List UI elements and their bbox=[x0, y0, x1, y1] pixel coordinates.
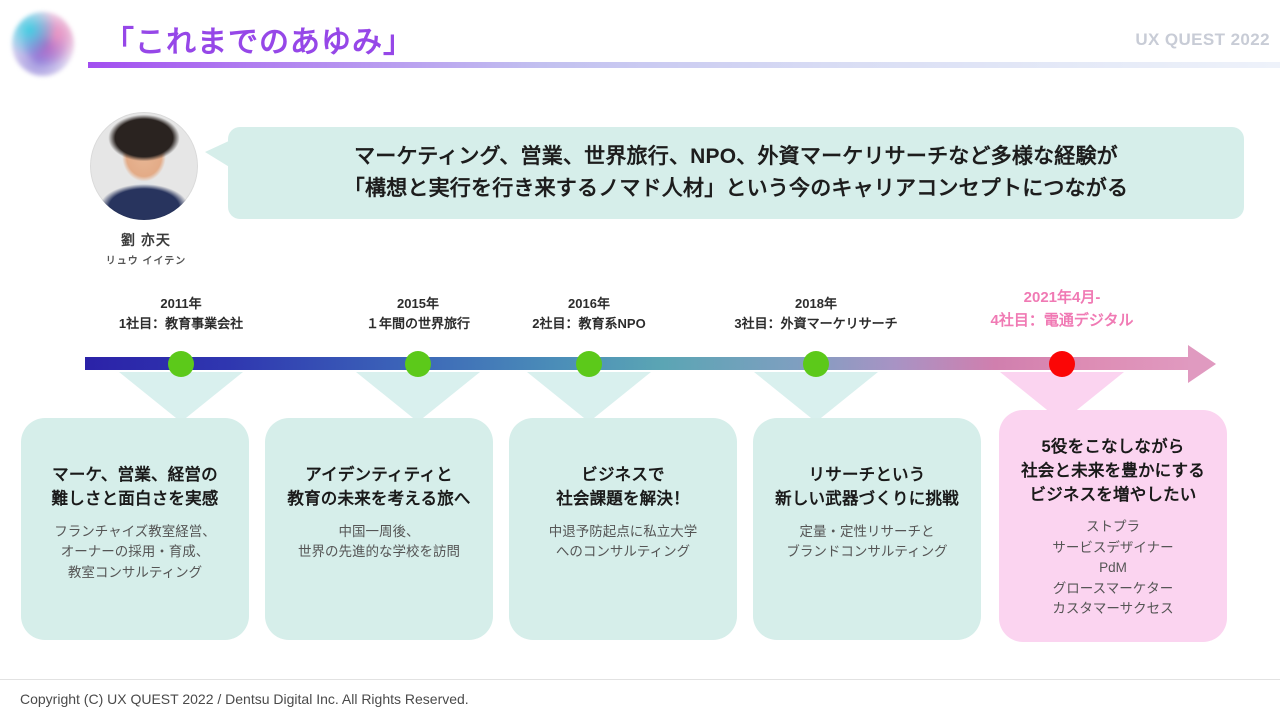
timeline-label-3: 2016年 2社目：教育系NPO bbox=[532, 296, 646, 332]
speech-bubble: マーケティング、営業、世界旅行、NPO、外資マーケリサーチなど多様な経験が 「構… bbox=[228, 127, 1244, 219]
timeline-dot-5[interactable] bbox=[1049, 351, 1075, 377]
card-title: アイデンティティと 教育の未来を考える旅へ bbox=[287, 466, 471, 508]
timeline-card-2[interactable]: アイデンティティと 教育の未来を考える旅へ中国一周後、 世界の先進的な学校を訪問 bbox=[265, 418, 493, 640]
card-body: ストプラ サービスデザイナー PdM グロースマーケター カスタマーサクセス bbox=[1052, 519, 1174, 617]
card-body: 中国一周後、 世界の先進的な学校を訪問 bbox=[298, 523, 460, 560]
card-body: 定量・定性リサーチと ブランドコンサルティング bbox=[786, 523, 948, 560]
timeline-connector-4 bbox=[754, 372, 878, 422]
profile-name: 劉 亦天 bbox=[121, 232, 171, 248]
speaker-profile: 劉 亦天 リュウ イイテン bbox=[90, 112, 202, 267]
footer-divider bbox=[0, 679, 1280, 680]
timeline-connector-2 bbox=[356, 372, 480, 422]
timeline-dot-3[interactable] bbox=[576, 351, 602, 377]
speech-bubble-text: マーケティング、営業、世界旅行、NPO、外資マーケリサーチなど多様な経験が 「構… bbox=[343, 145, 1129, 200]
timeline-card-1[interactable]: マーケ、営業、経営の 難しさと面白さを実感フランチャイズ教室経営、 オーナーの採… bbox=[21, 418, 249, 640]
brand-label: UX QUEST 2022 bbox=[1135, 30, 1270, 49]
card-title: リサーチという 新しい武器づくりに挑戦 bbox=[775, 466, 959, 508]
card-body: フランチャイズ教室経営、 オーナーの採用・育成、 教室コンサルティング bbox=[54, 523, 216, 580]
timeline-dot-2[interactable] bbox=[405, 351, 431, 377]
timeline-card-5[interactable]: 5役をこなしながら 社会と未来を豊かにする ビジネスを増やしたいストプラ サービ… bbox=[999, 410, 1227, 642]
speech-bubble-tail bbox=[205, 140, 231, 168]
page-title: 「これまでのあゆみ」 bbox=[104, 26, 414, 59]
avatar bbox=[90, 112, 198, 220]
timeline-bar bbox=[85, 357, 1195, 370]
timeline-label-1: 2011年 1社目：教育事業会社 bbox=[118, 296, 244, 332]
footer-copyright: Copyright (C) UX QUEST 2022 / Dentsu Dig… bbox=[20, 691, 469, 707]
profile-name-kana: リュウ イイテン bbox=[105, 256, 187, 267]
timeline-label-4: 2018年 3社目：外資マーケリサーチ bbox=[734, 296, 898, 332]
timeline-label-2: 2015年 １年間の世界旅行 bbox=[365, 296, 471, 332]
timeline-dot-4[interactable] bbox=[803, 351, 829, 377]
card-title: ビジネスで 社会課題を解決！ bbox=[556, 466, 690, 508]
timeline-card-4[interactable]: リサーチという 新しい武器づくりに挑戦定量・定性リサーチと ブランドコンサルティ… bbox=[753, 418, 981, 640]
card-title: マーケ、営業、経営の 難しさと面白さを実感 bbox=[51, 466, 219, 508]
timeline-card-3[interactable]: ビジネスで 社会課題を解決！ 中退予防起点に私立大学 へのコンサルティング bbox=[509, 418, 737, 640]
timeline-dot-1[interactable] bbox=[168, 351, 194, 377]
timeline-label-5: 2021年4月- 4社目：電通デジタル bbox=[990, 289, 1134, 330]
header-divider bbox=[88, 62, 1280, 68]
gradient-orb-logo-icon bbox=[12, 12, 74, 76]
card-body: 中退予防起点に私立大学 へのコンサルティング bbox=[548, 523, 698, 560]
timeline-connector-1 bbox=[119, 372, 243, 422]
timeline-arrow-icon bbox=[1188, 345, 1216, 383]
card-title: 5役をこなしながら 社会と未来を豊かにする ビジネスを増やしたい bbox=[1021, 438, 1205, 504]
page-header: 「これまでのあゆみ」 UX QUEST 2022 bbox=[0, 0, 1280, 80]
timeline-connector-3 bbox=[527, 372, 651, 422]
